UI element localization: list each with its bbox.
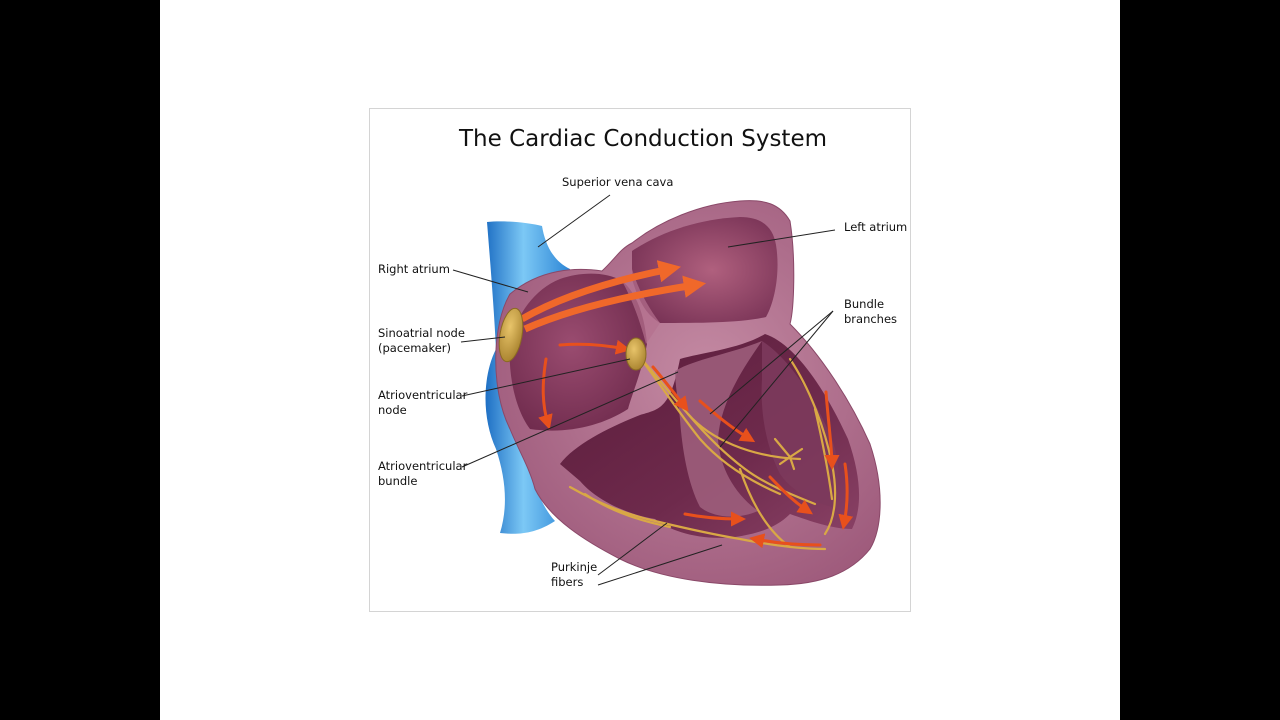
heart-diagram: The Cardiac Conduction System: [378, 126, 907, 589]
label-superior-vena-cava: Superior vena cava: [562, 175, 673, 189]
leader-lines: [452, 194, 836, 586]
label-sinoatrial-node-line2: (pacemaker): [378, 341, 451, 355]
conduction-arrows: [538, 339, 854, 549]
label-av-node-line1: Atrioventricular: [378, 388, 468, 402]
label-right-atrium: Right atrium: [378, 262, 450, 276]
interventricular-septum: [675, 341, 762, 517]
atrial-septum: [622, 269, 660, 344]
conduction-fibers: [568, 353, 837, 551]
label-purkinje-line2: fibers: [551, 575, 583, 589]
left-ventricle-chamber: [761, 341, 839, 507]
left-atrium-chamber: [632, 217, 778, 323]
diagram-frame: The Cardiac Conduction System: [369, 108, 911, 612]
label-av-node-line2: node: [378, 403, 407, 417]
label-bundle-branches-line1: Bundle: [844, 297, 884, 311]
diagram-title: The Cardiac Conduction System: [458, 126, 827, 152]
label-bundle-branches-line2: branches: [844, 312, 897, 326]
atrioventricular-node: [625, 337, 647, 371]
label-av-bundle-line2: bundle: [378, 474, 417, 488]
atrial-arrow-upper: [520, 260, 681, 323]
label-sinoatrial-node-line1: Sinoatrial node: [378, 326, 465, 340]
label-purkinje-line1: Purkinje: [551, 560, 597, 574]
sinoatrial-node: [498, 307, 524, 363]
label-av-bundle-line1: Atrioventricular: [378, 459, 468, 473]
label-left-atrium: Left atrium: [844, 220, 907, 234]
slide: The Cardiac Conduction System: [160, 0, 1120, 720]
atrial-arrow-lower: [523, 275, 707, 333]
